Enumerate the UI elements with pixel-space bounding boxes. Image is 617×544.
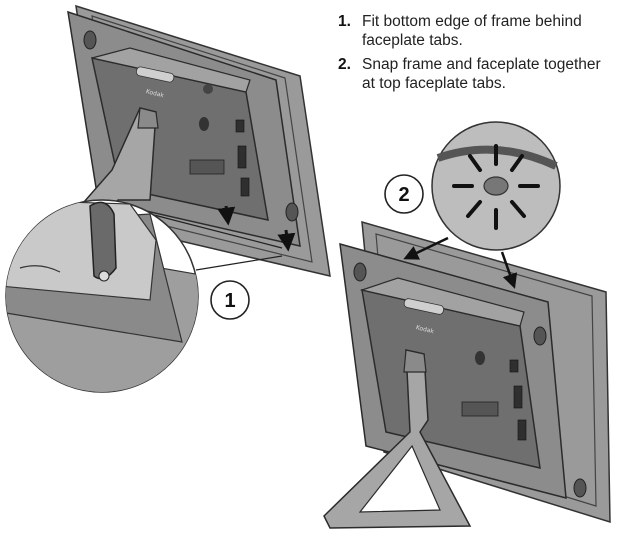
faceplate-tab bbox=[83, 30, 97, 50]
detail-magnifier-step2: 2 bbox=[384, 121, 561, 251]
detail-tab-hole bbox=[98, 270, 110, 282]
stand-hinge bbox=[403, 349, 427, 373]
step-number: 2. bbox=[338, 56, 351, 73]
detail-magnifier-step1: 1 bbox=[5, 199, 283, 393]
port bbox=[235, 119, 245, 133]
housing-top-face bbox=[91, 47, 251, 93]
faceplate-tab bbox=[285, 202, 299, 222]
port bbox=[513, 385, 523, 409]
step-number: 1. bbox=[338, 13, 351, 30]
zoom-line bbox=[195, 255, 283, 271]
keyhole-mount bbox=[475, 351, 485, 365]
faceplate-tab bbox=[353, 262, 367, 282]
brand-badge bbox=[135, 66, 175, 83]
brand-logo: Kodak bbox=[145, 88, 165, 99]
step-callout bbox=[384, 174, 424, 214]
instruction-list: 1. Fit bottom edge of frame behind facep… bbox=[338, 12, 608, 98]
stand-hinge bbox=[137, 107, 159, 129]
step-callout-label: 1 bbox=[224, 290, 235, 312]
insert-arrow bbox=[277, 229, 296, 252]
card-slot bbox=[189, 159, 225, 175]
step-text: Fit bottom edge of frame behind faceplat… bbox=[362, 13, 582, 49]
step-callout-label: 2 bbox=[398, 184, 409, 206]
instruction-step-2: 2. Snap frame and faceplate together at … bbox=[338, 55, 608, 93]
frame-assembly-step2: Kodak bbox=[323, 220, 611, 529]
step-callout bbox=[210, 280, 250, 320]
port bbox=[509, 359, 519, 373]
step-text: Snap frame and faceplate together at top… bbox=[362, 56, 601, 92]
keyhole-mount bbox=[199, 117, 209, 131]
detail-tab bbox=[89, 201, 117, 280]
detail-tab-notch bbox=[483, 176, 509, 196]
stand bbox=[323, 349, 472, 529]
insert-arrow bbox=[217, 205, 236, 226]
brand-logo: Kodak bbox=[415, 324, 435, 335]
instruction-step-1: 1. Fit bottom edge of frame behind facep… bbox=[338, 12, 608, 50]
burst-ray bbox=[510, 154, 524, 172]
burst-ray bbox=[466, 200, 482, 218]
port bbox=[240, 177, 250, 197]
stand-cutout bbox=[358, 444, 441, 513]
snap-arrow bbox=[500, 251, 518, 289]
keyhole-mount bbox=[203, 84, 213, 94]
snap-arrow bbox=[403, 236, 449, 260]
zoom-line bbox=[149, 213, 283, 249]
port bbox=[517, 419, 527, 441]
snap-burst bbox=[452, 144, 540, 230]
faceplate-tab bbox=[573, 478, 587, 498]
card-slot bbox=[461, 401, 499, 417]
faceplate-tab bbox=[533, 326, 547, 346]
detail-edge bbox=[19, 265, 61, 273]
port bbox=[237, 145, 247, 169]
burst-ray bbox=[468, 154, 482, 172]
burst-ray bbox=[510, 200, 526, 218]
detail-housing bbox=[6, 200, 157, 301]
brand-badge bbox=[403, 298, 445, 315]
housing-top-face bbox=[359, 277, 525, 327]
